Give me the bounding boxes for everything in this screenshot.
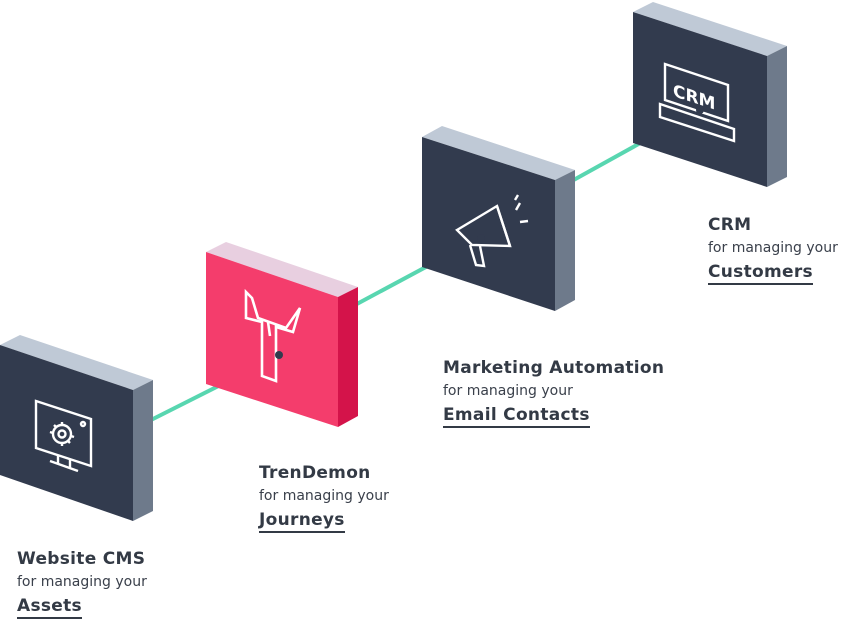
block-front-face [633, 12, 767, 187]
node-title: Marketing Automation [443, 358, 665, 378]
block-side-face [767, 46, 787, 187]
node-subtitle: for managing your [708, 240, 838, 256]
block-side-face [555, 170, 575, 311]
block-top-face [633, 2, 787, 56]
node-title: CRM [708, 215, 752, 235]
node-object-link[interactable]: Customers [708, 261, 813, 285]
node-label-trendemon: TrenDemon for managing your Journeys [259, 462, 389, 533]
node-title: Website CMS [17, 549, 146, 569]
connector-dots [275, 106, 704, 359]
block-marketing-automation [422, 126, 575, 311]
block-front-face [422, 137, 555, 311]
connector-dot [477, 234, 485, 242]
node-object-link[interactable]: Assets [17, 595, 82, 619]
node-subtitle: for managing your [17, 574, 147, 590]
block-website-cms [0, 335, 153, 521]
node-label-website-cms: Website CMS for managing your Assets [17, 548, 147, 619]
block-front-face [206, 252, 338, 427]
node-label-crm: CRM for managing your Customers [708, 214, 838, 285]
block-crm: CRM [633, 2, 787, 187]
block-side-face [338, 287, 358, 427]
block-top-face [0, 335, 153, 390]
megaphone-icon [455, 194, 529, 268]
node-object-link[interactable]: Email Contacts [443, 404, 590, 428]
node-title: TrenDemon [259, 463, 371, 483]
node-subtitle: for managing your [443, 383, 573, 399]
block-trendemon [206, 242, 358, 427]
block-side-face [133, 380, 153, 521]
block-top-face [422, 126, 575, 180]
connector-dot [275, 351, 283, 359]
monitor-gear-icon [34, 399, 93, 473]
node-subtitle: for managing your [259, 488, 389, 504]
block-top-face [206, 242, 358, 297]
trendemon-logo-icon [244, 288, 302, 383]
node-object-link[interactable]: Journeys [259, 509, 345, 533]
node-label-marketing-automation: Marketing Automation for managing your E… [443, 357, 664, 428]
connector-dot [696, 106, 704, 114]
